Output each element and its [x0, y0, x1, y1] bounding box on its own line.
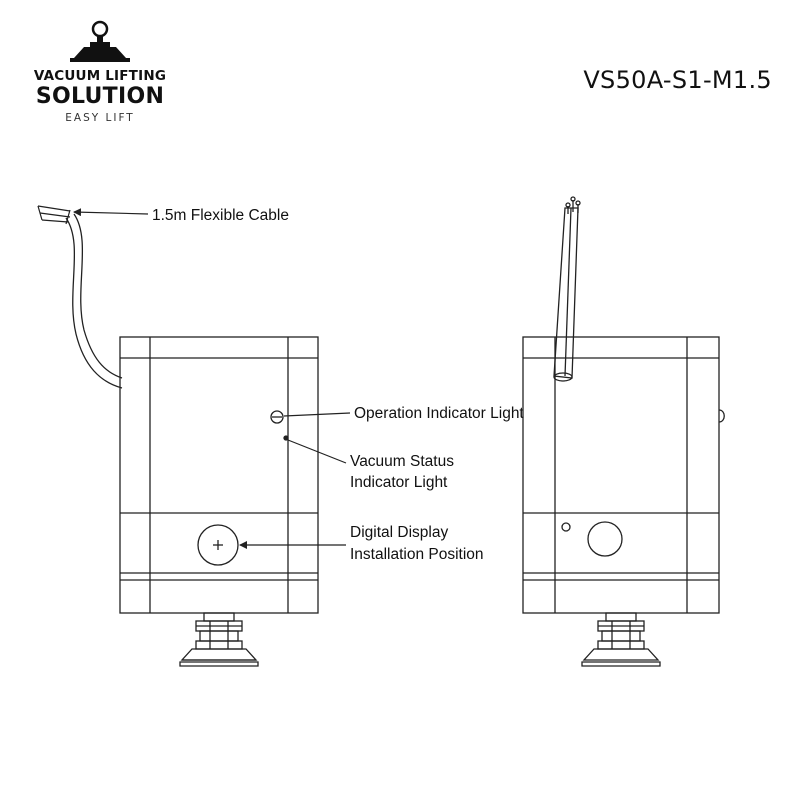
side-display-opening — [587, 521, 623, 557]
brand-logo: VACUUM LIFTING SOLUTION EASY LIFT — [30, 18, 180, 128]
front-cable — [37, 205, 123, 389]
operation-light-label: Operation Indicator Light — [354, 405, 524, 422]
brand-name-line2: SOLUTION — [35, 84, 165, 109]
suction-cup-lifter-icon — [70, 20, 130, 62]
side-view — [522, 196, 725, 667]
display-label-2: Installation Position — [350, 546, 484, 563]
side-suction-cup — [581, 612, 661, 667]
digital-display-position — [197, 524, 239, 566]
cable-label: 1.5m Flexible Cable — [152, 207, 289, 224]
vacuum-status-leader — [287, 439, 347, 464]
operation-indicator-light — [270, 410, 284, 424]
brand-tagline: EASY LIFT — [65, 112, 135, 124]
vacuum-status-label-2: Indicator Light — [350, 474, 448, 491]
display-label-1: Digital Display — [350, 524, 448, 541]
brand-name-line1: VACUUM LIFTING — [33, 68, 167, 84]
model-code: VS50A-S1-M1.5 — [583, 66, 772, 94]
side-body — [522, 336, 720, 614]
leader-lines — [73, 208, 351, 549]
vacuum-status-label-1: Vacuum Status — [350, 453, 454, 470]
front-view — [37, 205, 319, 667]
vacuum-status-light — [283, 435, 289, 441]
side-cable — [553, 196, 581, 382]
front-suction-cup — [179, 612, 259, 667]
cable-leader — [73, 208, 149, 217]
operation-light-leader — [283, 412, 351, 417]
side-indicator-light — [561, 522, 571, 532]
